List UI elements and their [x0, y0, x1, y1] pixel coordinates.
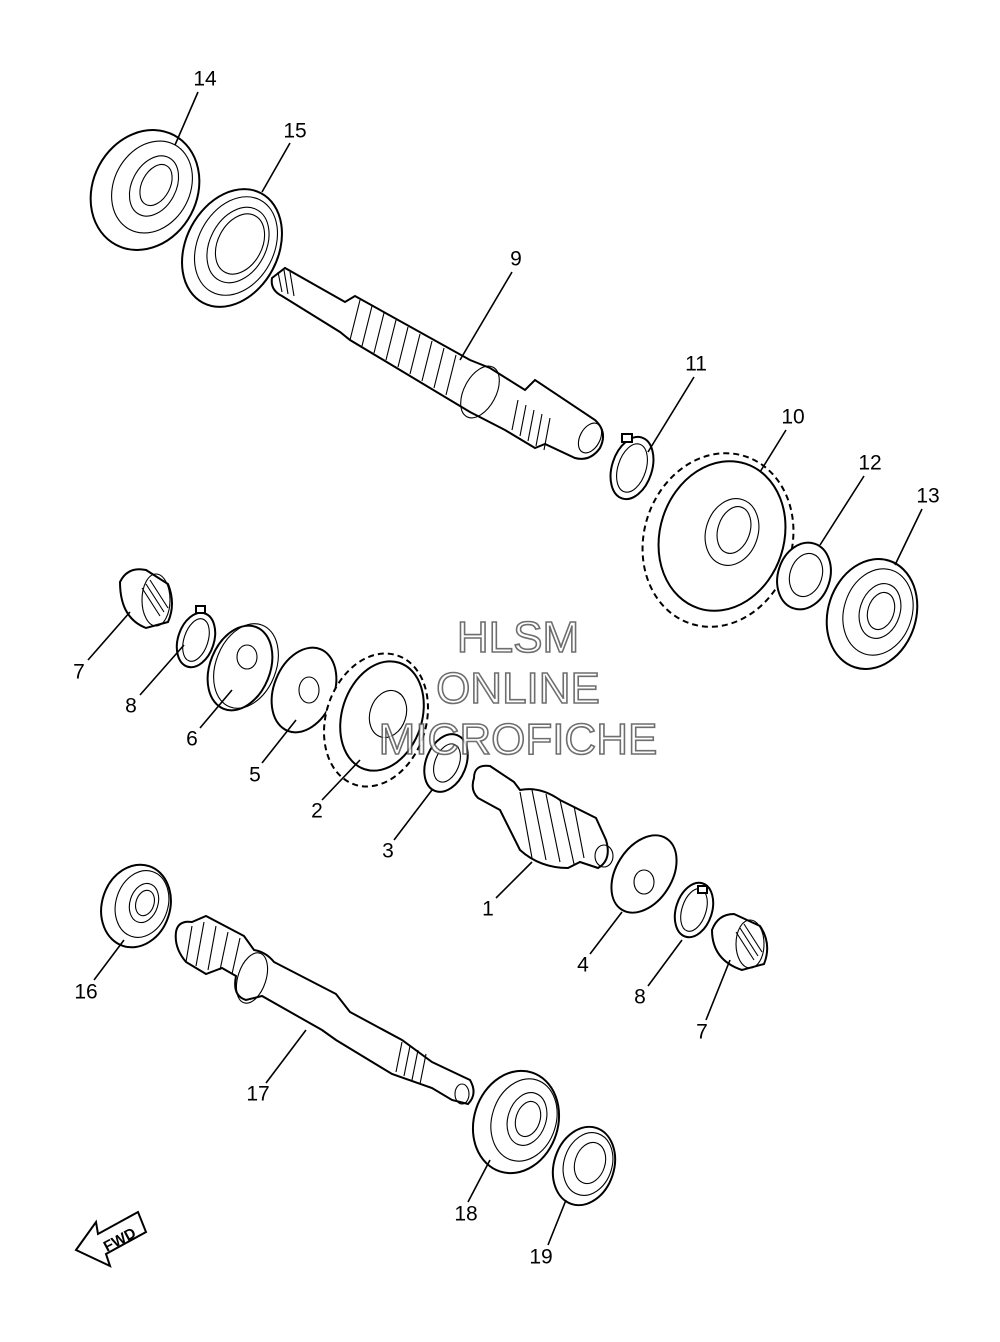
part-6-washer[interactable] — [196, 614, 291, 720]
callout-18: 18 — [454, 1203, 477, 1226]
watermark-line-3: MICROFICHE — [379, 715, 658, 764]
part-8-circlip-right[interactable] — [668, 878, 720, 942]
part-9-main-shaft[interactable] — [270, 266, 607, 460]
callout-12: 12 — [858, 452, 881, 475]
callout-1: 1 — [482, 898, 494, 921]
callout-5: 5 — [249, 764, 261, 787]
callout-17: 17 — [246, 1083, 269, 1106]
leader-lines — [87, 91, 923, 1246]
part-3-washer[interactable] — [416, 728, 476, 799]
callout-9: 9 — [510, 248, 522, 271]
callout-10: 10 — [781, 406, 804, 429]
part-2-gear[interactable] — [307, 640, 444, 800]
callout-6: 6 — [186, 728, 198, 751]
callout-16: 16 — [74, 981, 97, 1004]
watermark: HLSM ONLINE MICROFICHE — [378, 612, 658, 765]
part-11-circlip[interactable] — [603, 431, 661, 504]
callout-8-left: 8 — [125, 695, 137, 718]
part-18-bearing[interactable] — [460, 1060, 572, 1185]
callout-19: 19 — [529, 1246, 552, 1269]
part-15-oil-seal[interactable] — [162, 172, 301, 325]
part-13-bearing[interactable] — [813, 547, 931, 681]
callout-11: 11 — [685, 353, 707, 376]
part-12-washer[interactable] — [769, 536, 839, 617]
part-4-washer[interactable] — [598, 824, 690, 925]
callout-13: 13 — [916, 485, 939, 508]
callout-8-right: 8 — [634, 986, 646, 1009]
part-7-needle-bearing-left[interactable] — [118, 568, 173, 630]
callout-14: 14 — [193, 68, 217, 91]
part-7-needle-bearing-right[interactable] — [710, 912, 769, 972]
callout-4: 4 — [577, 954, 589, 977]
callout-15: 15 — [283, 120, 306, 143]
part-1-pinion-shaft[interactable] — [471, 764, 614, 870]
part-8-circlip-left[interactable] — [170, 605, 222, 672]
callout-7-left: 7 — [73, 661, 85, 684]
callout-7-right: 7 — [696, 1021, 708, 1044]
watermark-line-2: ONLINE — [436, 664, 600, 713]
callout-labels: 14 15 9 11 10 12 13 7 8 6 5 2 3 1 4 8 7 … — [73, 68, 940, 1269]
watermark-line-1: HLSM — [457, 613, 579, 662]
callout-2: 2 — [311, 800, 323, 823]
part-16-bearing[interactable] — [91, 856, 182, 957]
part-10-gear[interactable] — [620, 433, 815, 646]
part-19-oil-seal[interactable] — [543, 1119, 625, 1214]
part-17-drive-axle[interactable] — [174, 914, 475, 1106]
fwd-arrow-icon: FWD — [74, 1210, 148, 1268]
callout-3: 3 — [382, 840, 394, 863]
part-14-bearing[interactable] — [70, 111, 220, 269]
